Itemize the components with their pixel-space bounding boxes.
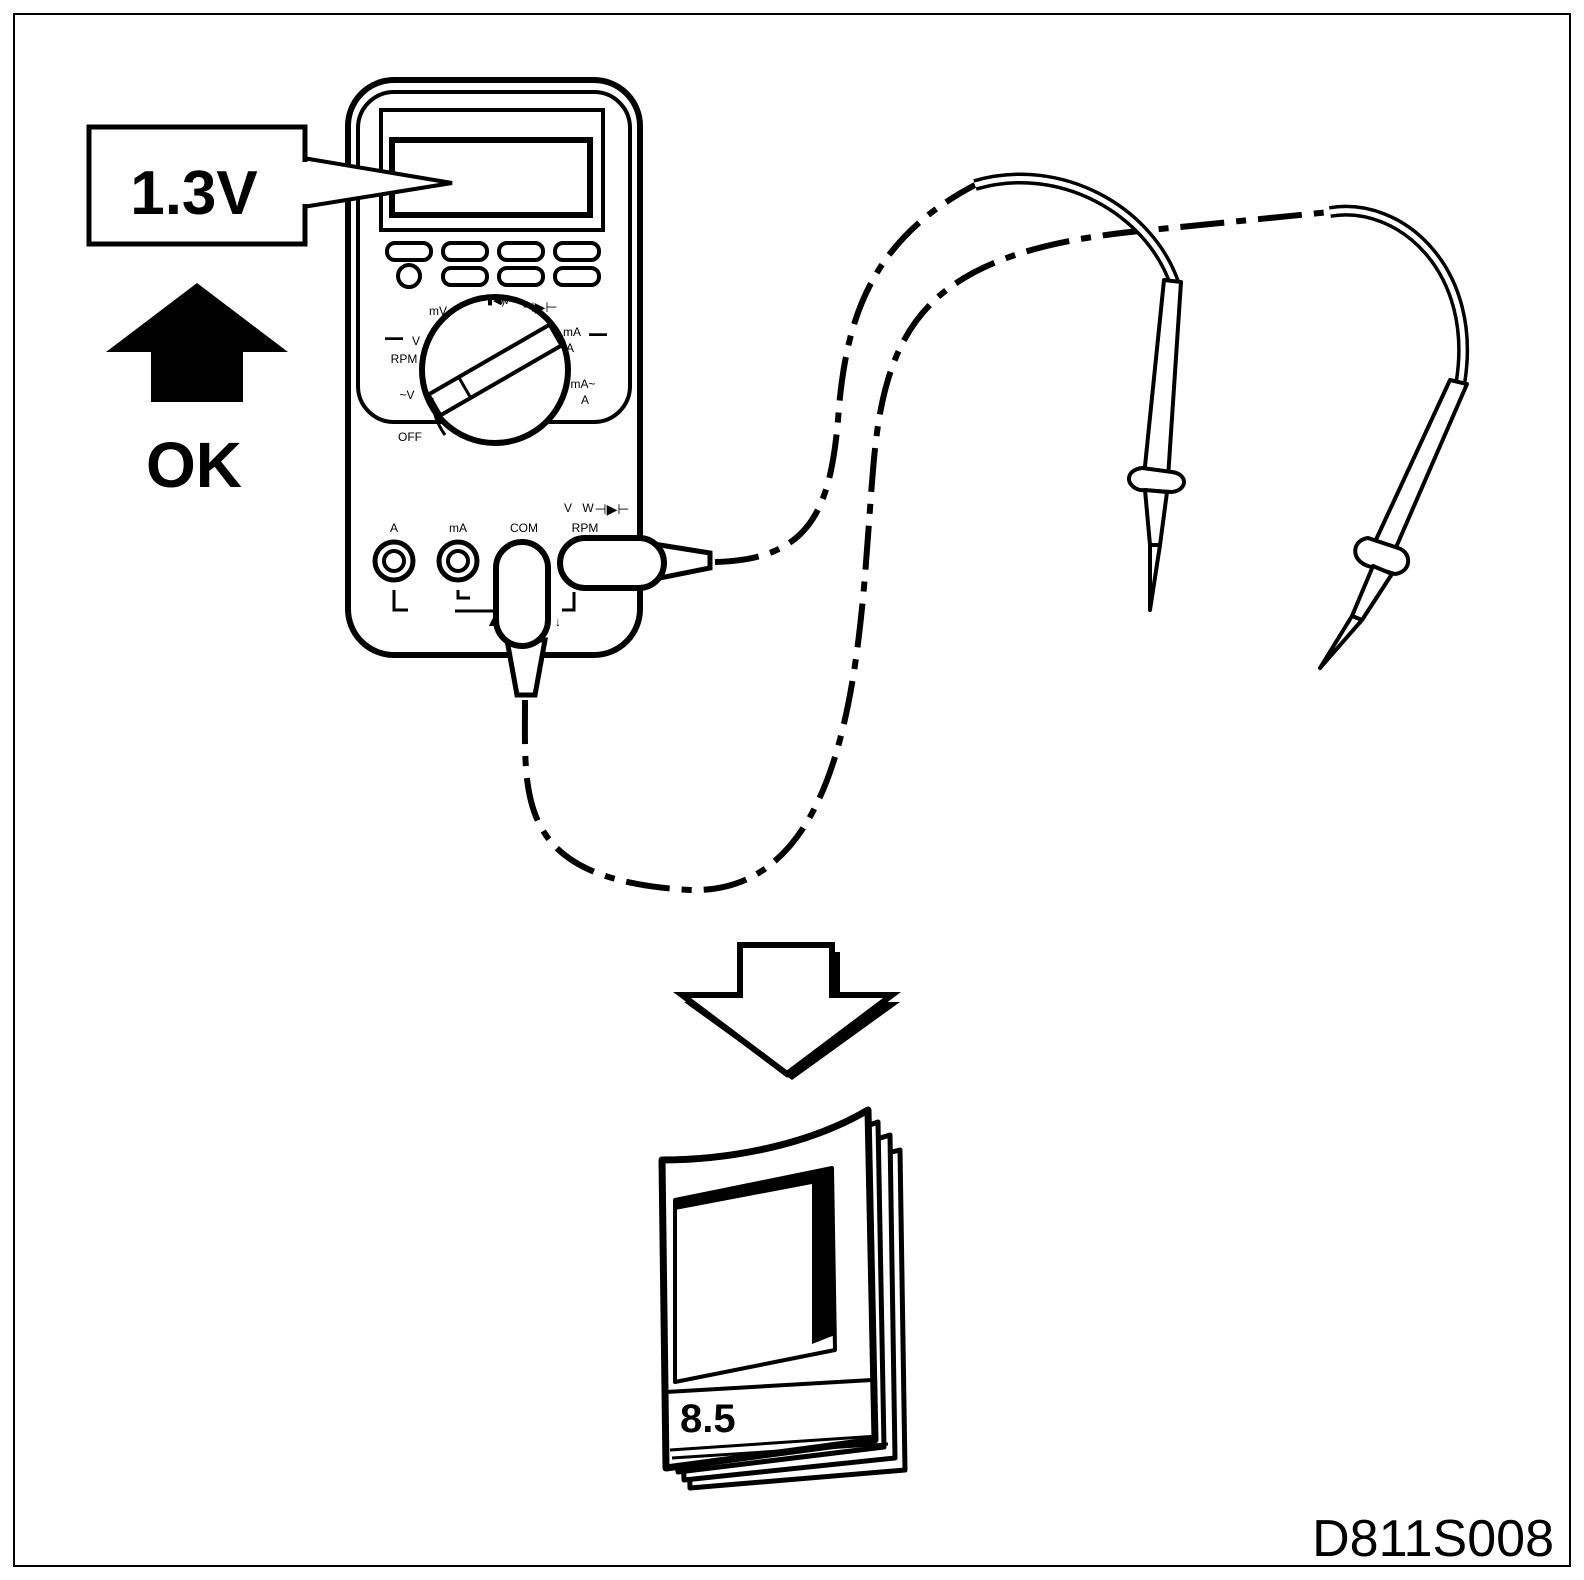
meter-button[interactable] <box>441 241 489 262</box>
multimeter: mV ▮◀) W ⊣▶⊢ ▬▬ V RPM ~V OFF mA ▬▬ A mA~… <box>345 77 713 698</box>
dial-label-beep: ▮◀) <box>487 295 505 307</box>
probe-cable-v <box>714 182 977 565</box>
jack-label-v: V <box>564 501 572 515</box>
reading-callout: 1.3V <box>86 124 453 247</box>
test-probe-2 <box>1318 378 1469 670</box>
ok-indicator: OK <box>106 283 288 501</box>
jack-a[interactable] <box>372 539 416 583</box>
dial-label-off: OFF <box>398 430 422 444</box>
dial-label-ma-dc: mA <box>563 325 581 339</box>
dial-label-rpm: RPM <box>391 352 418 366</box>
jack-label-rpm: RPM <box>572 521 599 535</box>
dial-label-a-dc: A <box>566 341 574 355</box>
ok-label: OK <box>146 429 242 501</box>
jack-label-com: COM <box>510 521 538 535</box>
probe-cable-solid-2 <box>1328 204 1470 387</box>
meter-button[interactable] <box>553 241 601 262</box>
figure-frame <box>13 13 1571 1567</box>
probe-cable-com <box>521 209 1331 894</box>
jack-labels: A mA COM V W ⊣▶⊢ RPM <box>390 501 630 535</box>
manual-booklet-icon: 8.5 <box>658 1106 908 1491</box>
meter-button[interactable] <box>497 266 545 287</box>
jack-label-ma: mA <box>449 521 467 535</box>
manual-section-label: 8.5 <box>680 1397 736 1441</box>
diode-icon: ⊣▶⊢ <box>522 299 557 315</box>
jack-label-w: W <box>582 501 594 515</box>
plug-v-rpm <box>557 535 713 591</box>
svg-text:↓: ↓ <box>555 615 561 629</box>
jack-label-a: A <box>390 521 398 535</box>
meter-buttons <box>385 241 601 289</box>
dial-label-v: V <box>412 334 420 348</box>
diode-icon: ⊣▶⊢ <box>594 501 629 517</box>
lcd-display <box>389 137 593 218</box>
selector-dial[interactable] <box>419 294 571 446</box>
meter-button[interactable] <box>497 241 545 262</box>
dial-label-ma-ac: mA~ <box>570 377 595 391</box>
meter-round-button[interactable] <box>396 263 422 289</box>
test-probe-1 <box>1127 278 1186 612</box>
dial-label-v-ac: ~V <box>399 388 414 402</box>
dc-symbol-icon: ▬▬ <box>385 332 403 342</box>
dial-labels: mV ▮◀) W ⊣▶⊢ ▬▬ V RPM ~V OFF mA ▬▬ A mA~… <box>385 293 607 444</box>
dial-label-mv: mV <box>429 304 447 318</box>
down-arrow-icon <box>673 942 901 1080</box>
figure-code: D811S008 <box>1312 1510 1554 1568</box>
up-arrow-icon <box>106 283 288 402</box>
jack-ma[interactable] <box>436 539 480 583</box>
probe-cable-solid-1 <box>973 172 1181 287</box>
meter-button[interactable] <box>441 266 489 287</box>
dial-label-a-ac: A <box>581 393 589 407</box>
reading-value: 1.3V <box>130 159 258 228</box>
meter-button[interactable] <box>385 241 433 262</box>
dial-label-w: W <box>498 293 510 307</box>
plug-com <box>493 539 551 698</box>
meter-button[interactable] <box>553 266 601 287</box>
dc-symbol-icon: ▬▬ <box>589 328 607 338</box>
